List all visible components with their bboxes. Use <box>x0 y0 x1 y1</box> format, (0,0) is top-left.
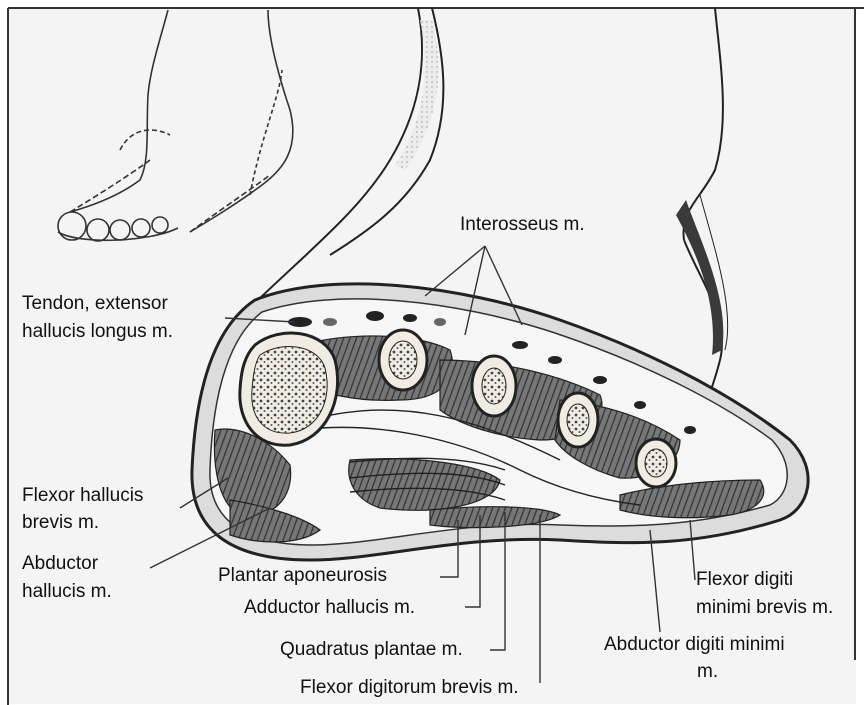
label-abductor-hallucis-line1: Abductor <box>22 552 98 575</box>
label-plantar-aponeurosis: Plantar aponeurosis <box>218 564 387 587</box>
label-flexor-digiti-minimi-brevis-line1: Flexor digiti <box>696 568 793 591</box>
label-tendon-extensor-line2: hallucis longus m. <box>22 320 173 343</box>
label-abductor-digiti-minimi-line1: Abductor digiti minimi <box>604 633 785 656</box>
label-quadratus-plantae: Quadratus plantae m. <box>280 638 463 661</box>
label-flexor-digitorum-brevis: Flexor digitorum brevis m. <box>300 676 519 699</box>
label-flexor-hallucis-brevis-line2: brevis m. <box>22 511 99 534</box>
label-adductor-hallucis: Adductor hallucis m. <box>244 596 415 619</box>
label-abductor-hallucis-line2: hallucis m. <box>22 580 112 603</box>
label-tendon-extensor-line1: Tendon, extensor <box>22 292 168 315</box>
label-interosseus: Interosseus m. <box>460 213 585 236</box>
label-abductor-digiti-minimi-line2: m. <box>697 660 718 683</box>
label-flexor-digiti-minimi-brevis-line2: minimi brevis m. <box>696 596 833 619</box>
label-flexor-hallucis-brevis-line1: Flexor hallucis <box>22 484 143 507</box>
